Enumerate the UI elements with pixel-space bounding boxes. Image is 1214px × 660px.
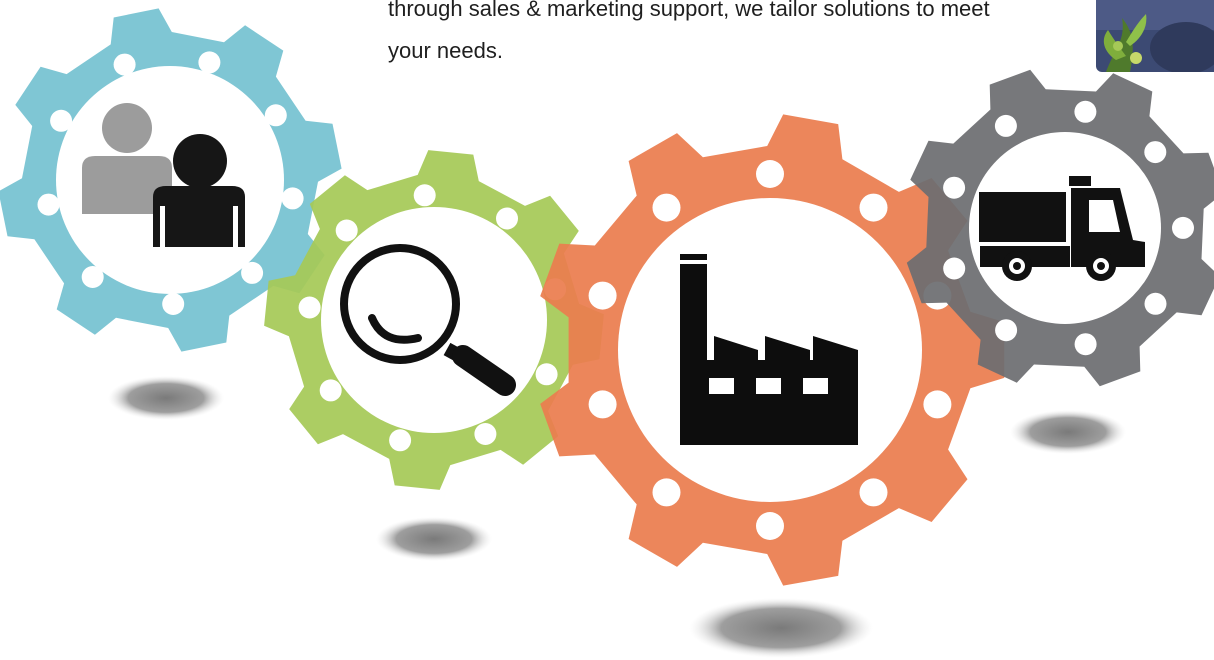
gear-hole — [1074, 333, 1097, 356]
shadow-search — [376, 517, 492, 561]
gear-hole — [281, 187, 304, 210]
gear-hole — [652, 193, 681, 222]
gear-hole — [1144, 141, 1167, 164]
gear-hole — [474, 423, 497, 445]
gear-hole — [335, 219, 358, 242]
gear-hole — [162, 293, 185, 315]
shadow-factory — [689, 598, 873, 658]
plant-photo-icon — [1096, 0, 1214, 72]
gear-hole — [37, 193, 60, 216]
people-icon — [82, 103, 245, 248]
magnifying-glass-icon — [340, 244, 516, 396]
gear-hole — [319, 379, 342, 402]
gear-hole — [943, 257, 966, 280]
gear-hole — [1074, 100, 1097, 123]
gear-hole — [535, 363, 558, 386]
gear-hole — [113, 53, 136, 76]
gear-hole — [198, 51, 221, 74]
gear-hole — [859, 478, 888, 507]
gear-hole — [756, 512, 784, 540]
gear-hole — [859, 193, 888, 222]
gear-search — [264, 150, 604, 490]
intro-line-1: through sales & marketing support, we ta… — [388, 0, 990, 21]
shadow-people — [108, 376, 224, 420]
intro-text: through sales & marketing support, we ta… — [388, 0, 1078, 72]
gear-hole — [652, 478, 681, 507]
gear-hole — [1144, 292, 1167, 315]
gear-hole — [496, 207, 518, 230]
gear-hole — [588, 281, 617, 310]
gear-hole — [994, 114, 1017, 137]
gear-hole — [413, 184, 436, 207]
gear-hole — [264, 104, 287, 127]
gear-hole — [756, 160, 784, 188]
gear-hole — [241, 261, 264, 284]
gear-hole — [923, 390, 952, 419]
truck-icon — [979, 176, 1145, 281]
intro-line-2: your needs. — [388, 38, 503, 63]
gear-hole — [943, 176, 966, 199]
gear-hole — [81, 266, 104, 288]
gear-hole — [298, 296, 321, 319]
gear-hole — [389, 429, 412, 452]
gear-hub — [321, 207, 547, 433]
gear-hole — [50, 109, 73, 132]
gear-hole — [588, 390, 617, 419]
shadow-truck — [1010, 410, 1126, 454]
gear-hole — [995, 319, 1018, 342]
factory-icon — [680, 254, 858, 445]
gear-hole — [1172, 216, 1194, 239]
